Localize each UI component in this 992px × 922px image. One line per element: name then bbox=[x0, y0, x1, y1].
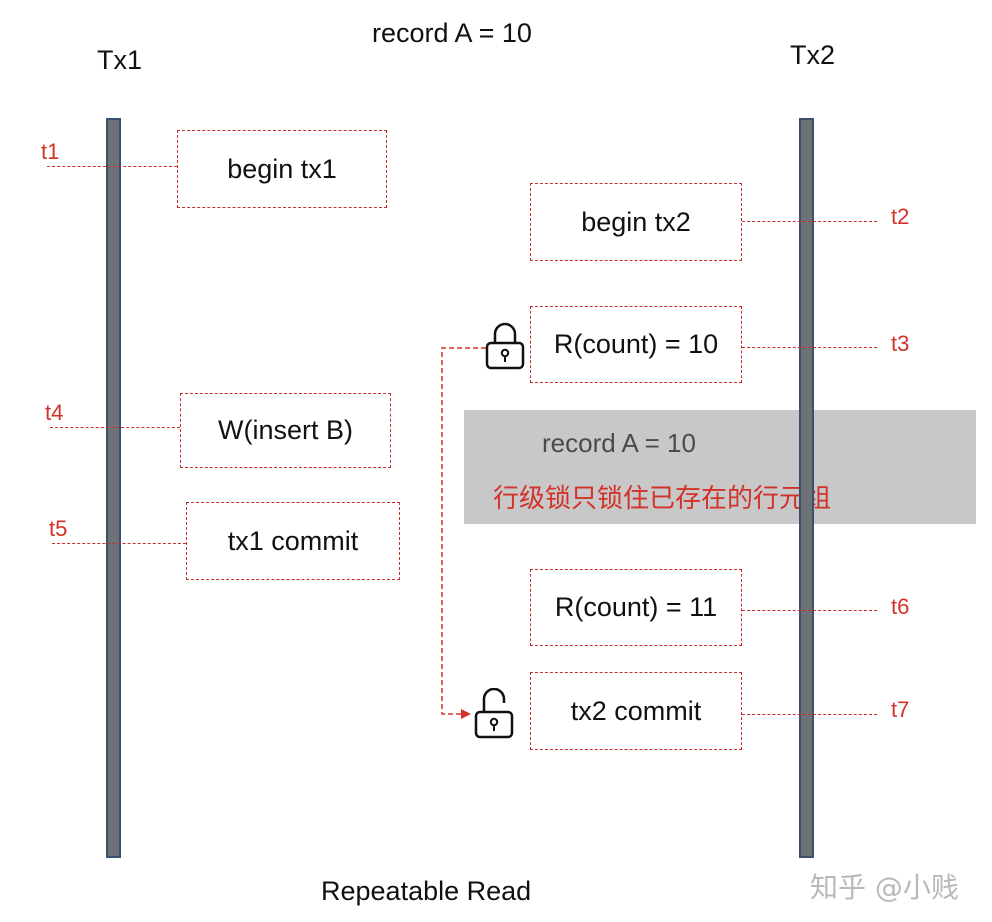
time-label-t6: t6 bbox=[891, 594, 910, 619]
lock-open-icon bbox=[474, 688, 514, 739]
tx1-lane-label: Tx1 bbox=[97, 45, 143, 75]
read-count-11-box: R(count) = 11 bbox=[530, 569, 742, 646]
time-label-t7: t7 bbox=[891, 697, 910, 722]
time-label-t5: t5 bbox=[49, 516, 68, 541]
diagram-caption: Repeatable Read bbox=[321, 876, 532, 906]
tx2-commit-label: tx2 commit bbox=[570, 695, 702, 726]
tx1-commit-box: tx1 commit bbox=[186, 502, 400, 580]
note-box bbox=[464, 410, 976, 524]
write-insert-label: W(insert B) bbox=[218, 415, 353, 445]
time-label-t3: t3 bbox=[891, 331, 910, 356]
tx2-timeline bbox=[799, 118, 814, 858]
t7-connector bbox=[742, 714, 877, 715]
time-label-t4: t4 bbox=[45, 400, 64, 425]
begin-tx1-label: begin tx1 bbox=[227, 153, 337, 184]
t1-connector bbox=[47, 166, 177, 167]
begin-tx1-box: begin tx1 bbox=[177, 130, 387, 208]
t5-connector bbox=[52, 543, 186, 544]
watermark: 知乎 @小贱 bbox=[810, 871, 959, 904]
tx1-commit-label: tx1 commit bbox=[227, 525, 359, 556]
tx1-timeline bbox=[106, 118, 121, 858]
begin-tx2-box: begin tx2 bbox=[530, 183, 742, 261]
tx2-commit-box: tx2 commit bbox=[530, 672, 742, 750]
read-count-10-box: R(count) = 10 bbox=[530, 306, 742, 383]
note-record-value: record A = 10 bbox=[542, 428, 696, 458]
t4-connector bbox=[50, 427, 180, 428]
lock-closed-icon bbox=[485, 322, 525, 370]
t3-connector bbox=[742, 347, 877, 348]
tx2-lane-label: Tx2 bbox=[790, 40, 836, 70]
t6-connector bbox=[742, 610, 877, 611]
note-row-lock-text: 行级锁只锁住已存在的行元组 bbox=[493, 484, 832, 514]
t2-connector bbox=[742, 221, 877, 222]
time-label-t1: t1 bbox=[41, 139, 60, 164]
write-insert-box: W(insert B) bbox=[180, 393, 391, 468]
begin-tx2-label: begin tx2 bbox=[581, 206, 691, 237]
read-count-11-label: R(count) = 11 bbox=[554, 592, 718, 622]
diagram-title: record A = 10 bbox=[372, 18, 532, 48]
read-count-10-label: R(count) = 10 bbox=[553, 329, 719, 359]
lock-arrow bbox=[441, 347, 486, 719]
time-label-t2: t2 bbox=[891, 204, 910, 229]
